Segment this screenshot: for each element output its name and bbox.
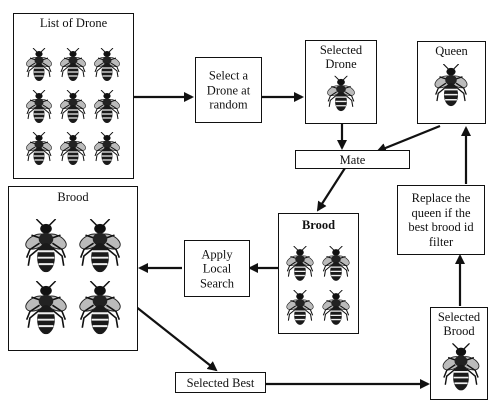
bee-icon <box>285 290 315 333</box>
replace-queen-box: Replace the queen if the best brood id f… <box>397 185 485 255</box>
drone-grid <box>14 42 132 176</box>
bee-icon <box>25 90 53 131</box>
replace-queen-label: Replace the queen if the best brood id f… <box>408 191 474 249</box>
mate-label: Mate <box>339 152 366 167</box>
mate-box: Mate <box>295 150 410 169</box>
bee-icon <box>77 281 123 344</box>
bee-icon <box>23 219 69 282</box>
bee-icon <box>321 246 351 289</box>
arrow-brood-to-best <box>134 305 218 372</box>
bee-icon <box>59 90 87 131</box>
bee-icon <box>326 75 356 120</box>
brood-left-box: Brood <box>8 186 138 351</box>
bee-icon <box>285 246 315 289</box>
select-random-label: Select a Drone at random <box>206 68 251 112</box>
queen-box: Queen <box>417 41 486 124</box>
bee-icon <box>93 132 121 173</box>
apply-local-search-label: Apply Local Search <box>199 246 234 290</box>
bee-icon <box>59 48 87 89</box>
selected-drone-label: Selected Drone <box>319 43 363 71</box>
selected-brood-box: Selected Brood <box>430 307 488 400</box>
selected-drone-box: Selected Drone <box>305 40 377 124</box>
bee-icon <box>77 219 123 282</box>
bee-icon <box>59 132 87 173</box>
queen-bee-icon <box>432 64 470 115</box>
select-random-box: Select a Drone at random <box>195 57 262 123</box>
apply-local-search-box: Apply Local Search <box>184 240 250 297</box>
selected-best-box: Selected Best <box>175 372 266 393</box>
arrow-mate-to-brood <box>316 167 346 212</box>
list-of-drone-label: List of Drone <box>39 16 108 30</box>
bee-icon <box>25 48 53 89</box>
queen-label: Queen <box>435 44 468 58</box>
brood-center-box: Brood <box>278 213 359 334</box>
bee-icon <box>321 290 351 333</box>
bee-icon <box>441 342 481 401</box>
arrow-queen-to-mate <box>376 124 441 153</box>
bee-icon <box>93 90 121 131</box>
bee-icon <box>25 132 53 173</box>
selected-best-label: Selected Best <box>186 375 255 390</box>
brood-left-label: Brood <box>57 190 89 204</box>
selected-brood-label: Selected Brood <box>437 310 481 338</box>
bee-icon <box>23 281 69 344</box>
brood-center-label: Brood <box>301 218 336 232</box>
list-of-drone-box: List of Drone <box>13 13 134 179</box>
bee-icon <box>93 48 121 89</box>
